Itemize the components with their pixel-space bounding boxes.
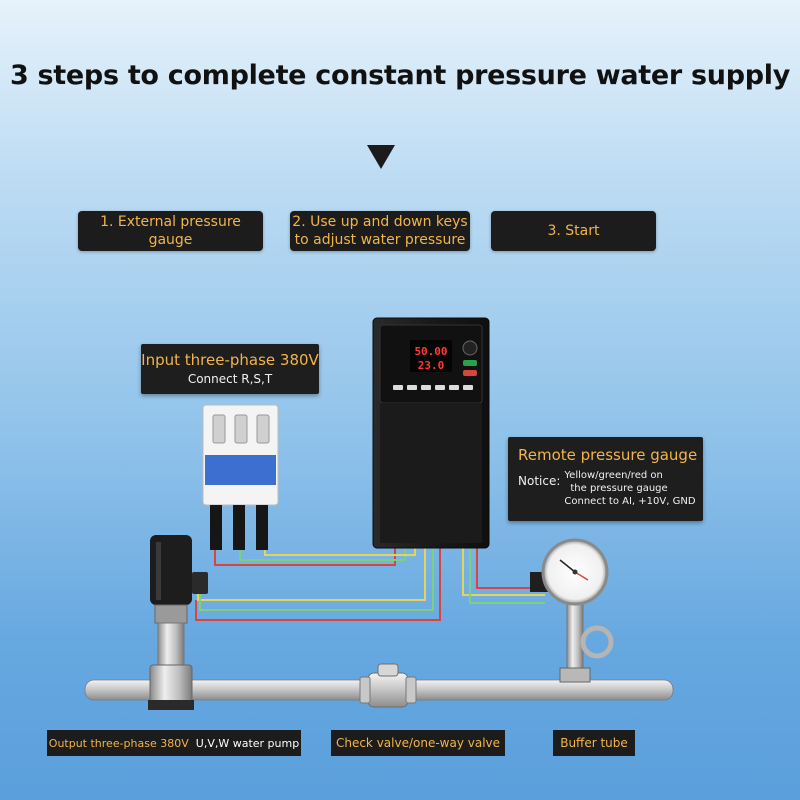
remote-gauge-box: Remote pressure gauge Notice: Yellow/gre… — [508, 437, 703, 521]
notice-label: Notice: — [518, 474, 561, 488]
notice-line-1: Yellow/green/red on — [564, 470, 663, 481]
remote-gauge-notice: Notice: Yellow/green/red on the pressure… — [518, 469, 703, 508]
pump-output-highlight: Output three-phase 380V — [48, 736, 189, 750]
notice-line-2: the pressure gauge — [570, 483, 668, 494]
page-title: 3 steps to complete constant pressure wa… — [9, 60, 791, 91]
wire-red-gauge — [476, 548, 545, 589]
input-power-subtitle: Connect R,S,T — [187, 372, 273, 386]
notice-lines: Yellow/green/red on the pressure gauge C… — [564, 469, 695, 508]
remote-gauge-title: Remote pressure gauge — [518, 446, 698, 464]
vertical-water-pump — [148, 535, 208, 710]
wiring — [195, 548, 545, 621]
display-top-value: 50.00 — [414, 345, 447, 358]
knob-icon — [462, 340, 478, 356]
pressure-gauge — [530, 538, 614, 683]
wire-red-pump — [195, 548, 441, 621]
down-arrow-icon — [367, 145, 395, 169]
notice-line-3: Connect to AI, +10V, GND — [564, 496, 696, 507]
wire-red-breaker — [214, 548, 396, 566]
step-1-box: 1. External pressure gauge — [78, 211, 263, 251]
display-screen — [410, 340, 452, 372]
wire-green-gauge — [469, 548, 545, 604]
wire-green-pump — [199, 548, 434, 611]
frequency-inverter: 50.00 23.0 — [372, 317, 490, 549]
buffer-tube-text: Buffer tube — [560, 736, 628, 750]
input-power-box: Input three-phase 380V Connect R,S,T — [141, 344, 319, 394]
pump-output-rest: U,V,W water pump — [195, 736, 300, 750]
pump-output-label: Output three-phase 380V U,V,W water pump — [47, 730, 301, 756]
step-3-box: 3. Start — [491, 211, 656, 251]
circuit-breaker — [202, 404, 279, 550]
input-power-title: Input three-phase 380V — [141, 351, 319, 369]
buffer-tube-label: Buffer tube — [553, 730, 635, 756]
check-valve-text: Check valve/one-way valve — [335, 736, 501, 750]
wire-yellow-gauge — [462, 548, 545, 596]
wire-yellow-breaker — [264, 548, 416, 556]
check-valve-label: Check valve/one-way valve — [331, 730, 505, 756]
step-2-box: 2. Use up and down keys to adjust water … — [290, 211, 470, 251]
check-valve — [359, 663, 417, 708]
display-bottom-value: 23.0 — [418, 359, 445, 372]
